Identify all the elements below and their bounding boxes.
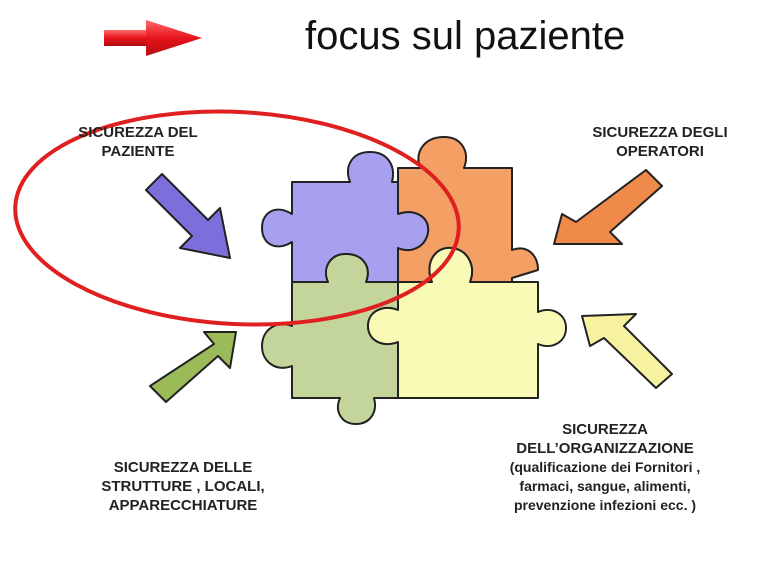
arrow-green-icon (149, 331, 237, 403)
label-line: STRUTTURE , LOCALI, (101, 478, 265, 495)
arrow-purple-icon (145, 173, 231, 259)
puzzle (261, 136, 567, 425)
highlight-ellipse (13, 109, 461, 327)
label-patient-safety: SICUREZZA DEL PAZIENTE (48, 123, 228, 161)
page-title: focus sul paziente (305, 14, 626, 58)
arrow-yellow-icon (581, 313, 673, 389)
arrow-orange-icon (553, 169, 663, 245)
label-line: (qualificazione dei Fornitori , (509, 459, 701, 475)
label-organization-safety: SICUREZZA DELL’ORGANIZZAZIONE (qualifica… (455, 420, 755, 515)
label-line: farmaci, sangue, alimenti, (519, 478, 691, 494)
label-operators-safety: SICUREZZA DEGLI OPERATORI (560, 123, 760, 161)
label-line: prevenzione infezioni ecc. ) (513, 497, 697, 513)
label-line: SICUREZZA DEL (78, 124, 198, 141)
label-line: SICUREZZA (562, 421, 648, 438)
label-structures-safety: SICUREZZA DELLE STRUTTURE , LOCALI, APPA… (58, 458, 308, 515)
label-line: DELL’ORGANIZZAZIONE (516, 440, 694, 457)
label-line: APPARECCHIATURE (108, 497, 258, 514)
label-line: SICUREZZA DELLE (113, 459, 253, 476)
label-line: PAZIENTE (101, 143, 175, 160)
label-line: OPERATORI (616, 143, 704, 160)
label-line: SICUREZZA DEGLI (592, 124, 728, 141)
header-arrow-icon (104, 20, 202, 56)
